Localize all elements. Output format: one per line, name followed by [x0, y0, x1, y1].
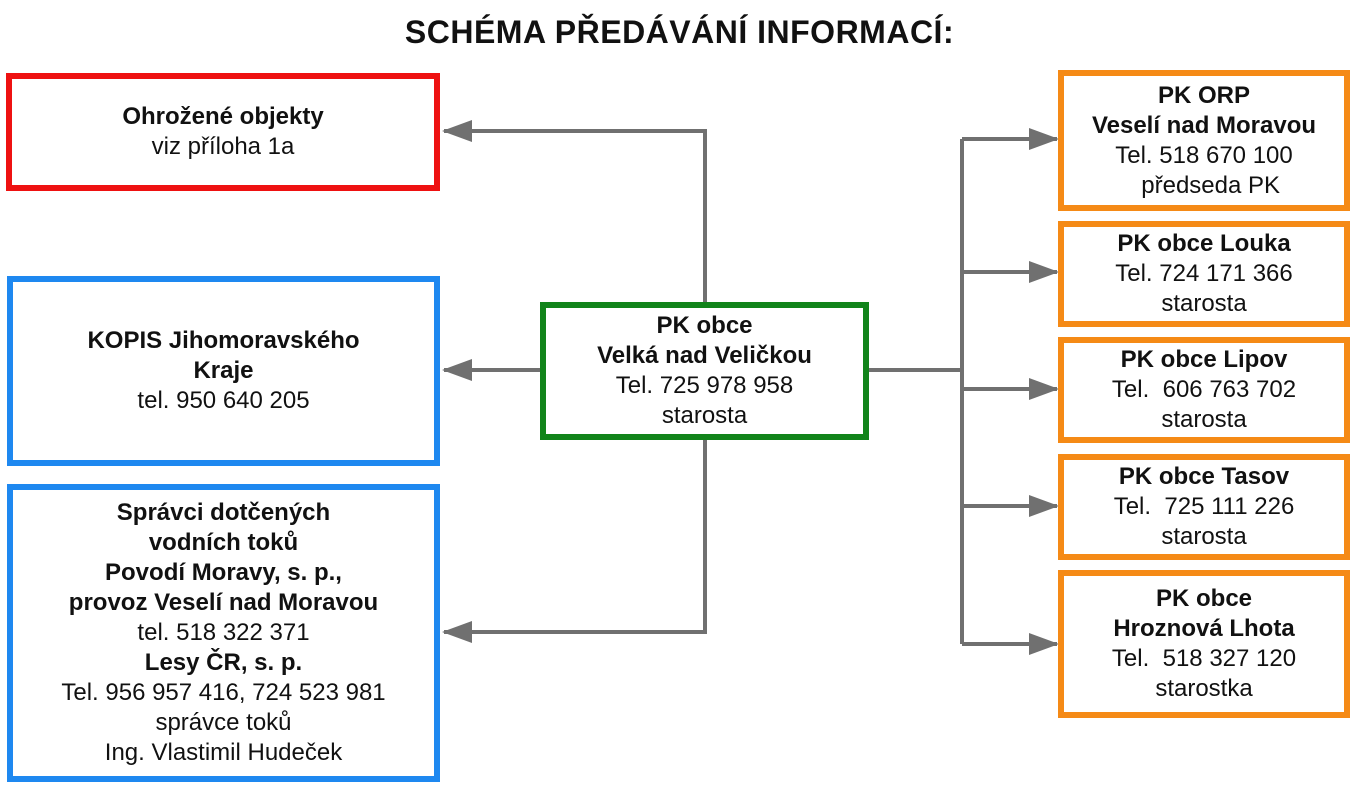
box-line: Lesy ČR, s. p. — [144, 649, 303, 676]
box-line: starosta — [661, 402, 748, 429]
box-line: Velká nad Veličkou — [597, 342, 812, 369]
box-line: PK obce — [656, 312, 753, 339]
box-line: Povodí Moravy, s. p., — [105, 559, 342, 586]
box-line: starosta — [1161, 290, 1247, 317]
box-line: Tel. 724 171 366 — [1115, 260, 1293, 287]
box-line: Hroznová Lhota — [1113, 615, 1295, 642]
box-line: tel. 950 640 205 — [137, 387, 310, 414]
box-line: Ohrožené objekty — [122, 103, 324, 130]
box-line: PK ORP — [1157, 81, 1250, 109]
box-line: starosta — [1161, 523, 1247, 550]
box-line: správce toků — [155, 709, 292, 736]
box-line: Správci dotčených — [116, 499, 331, 526]
box-line: Tel. 518 670 100 — [1115, 141, 1293, 169]
box-line: PK obce — [1155, 585, 1253, 612]
box-line: Ing. Vlastimil Hudeček — [104, 739, 343, 766]
box-line: Tel. 725 978 958 — [615, 372, 794, 399]
box-line: tel. 518 322 371 — [137, 619, 310, 646]
box-line: předseda PK — [1127, 171, 1281, 199]
box-line: Tel. 518 327 120 — [1111, 645, 1297, 672]
box-line: provoz Veselí nad Moravou — [68, 589, 379, 616]
box-line: viz příloha 1a — [151, 133, 295, 160]
box-line: Tel. 725 111 226 — [1113, 493, 1295, 520]
box-line: PK obce Louka — [1117, 230, 1291, 257]
box-line: starostka — [1155, 675, 1253, 702]
box-line: Veselí nad Moravou — [1091, 111, 1317, 139]
box-line: PK obce Lipov — [1120, 346, 1288, 373]
connector-ohrozene — [442, 120, 707, 302]
diagram-title: SCHÉMA PŘEDÁVÁNÍ INFORMACÍ: — [404, 14, 955, 50]
box-line: Tel. 606 763 702 — [1111, 376, 1297, 403]
box-line: starosta — [1161, 406, 1247, 433]
box-line: KOPIS Jihomoravského — [87, 327, 360, 354]
box-line: Tel. 956 957 416, 724 523 981 — [61, 679, 386, 706]
box-ohrozene-objekty: Ohrožené objekty viz příloha 1a — [6, 73, 440, 191]
box-line: Kraje — [193, 357, 254, 384]
box-line: PK obce Tasov — [1118, 463, 1290, 490]
box-line: vodních toků — [148, 529, 299, 556]
connector-spravci — [442, 440, 707, 643]
